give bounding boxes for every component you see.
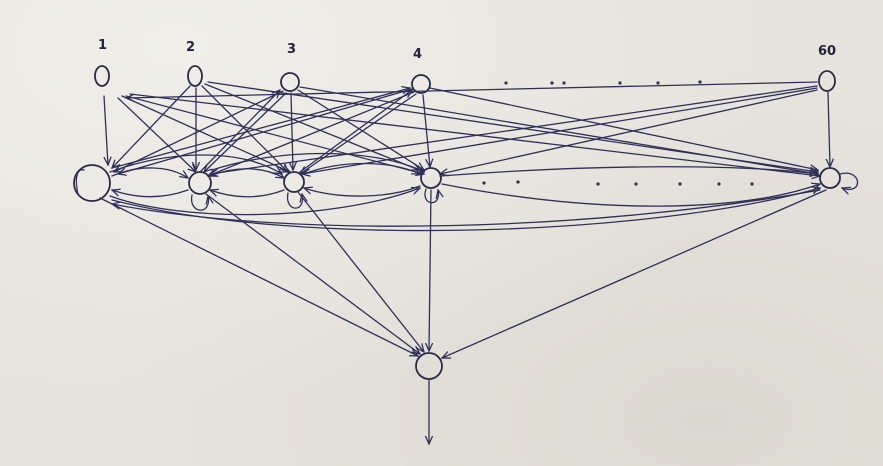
input-label-3: 3	[287, 42, 296, 57]
input-label-4: 4	[413, 47, 422, 62]
hidden-node-60	[819, 167, 841, 189]
input-label-2: 2	[186, 40, 195, 55]
input-node-3	[280, 72, 300, 92]
hidden-to-output-edges	[99, 189, 827, 358]
input-node-1	[94, 65, 110, 87]
hidden-node-4	[420, 167, 442, 189]
input-node-4	[411, 74, 431, 94]
input-node-60	[818, 70, 836, 92]
hidden-recurrent-edges	[75, 152, 859, 232]
input-label-1: 1	[98, 38, 107, 53]
hidden-node-3	[283, 171, 305, 193]
input-ellipsis	[504, 80, 702, 85]
input-to-hidden-edges	[104, 81, 830, 176]
hidden-ellipsis	[482, 180, 754, 186]
output-node	[415, 352, 443, 380]
input-node-2	[187, 65, 203, 87]
input-label-60: 60	[818, 44, 836, 59]
hidden-node-1	[73, 164, 111, 202]
hidden-node-2	[188, 171, 212, 195]
